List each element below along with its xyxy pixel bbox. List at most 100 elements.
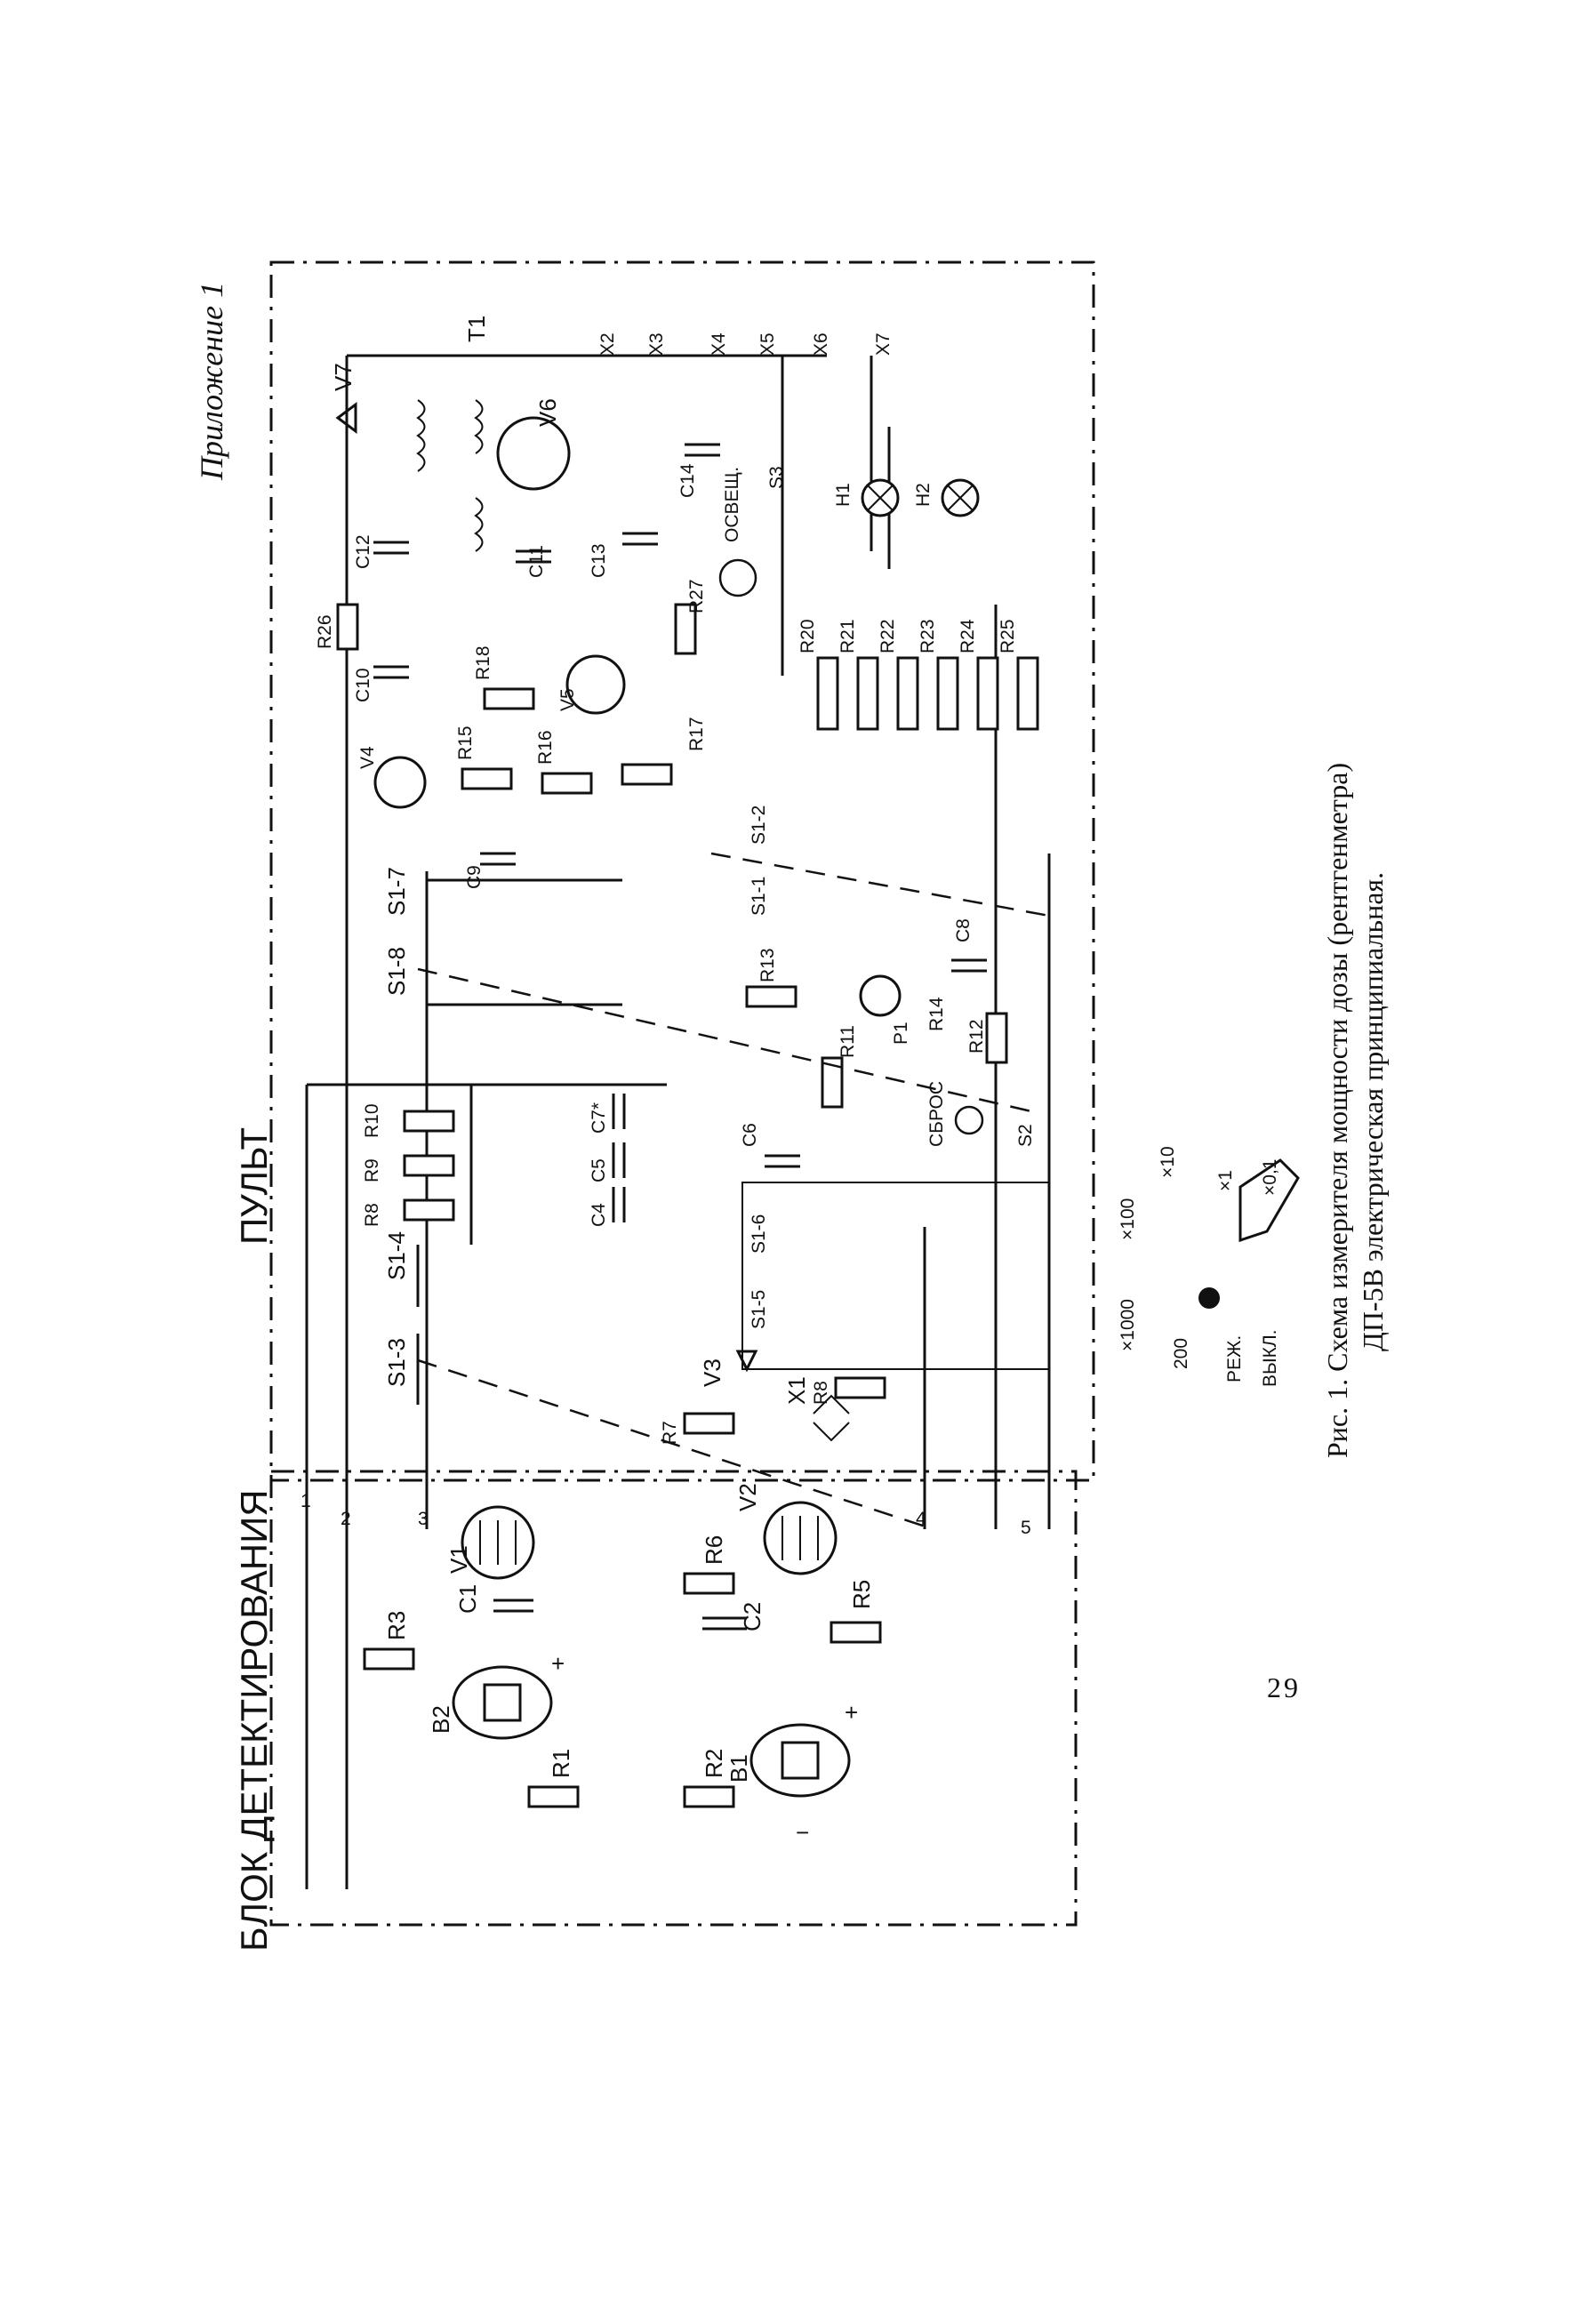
resistor-r21-label: R21 [838,619,858,653]
counter-b2-plus: + [551,1650,565,1677]
resistor-r9-label: R8 [362,1203,382,1227]
selector-x10: ×10 [1158,1146,1178,1178]
switch-s1-5-label: S1-5 [749,1290,769,1329]
terminal-1: 1 [301,1491,311,1511]
block-title-console: ПУЛЬТ [233,1127,275,1245]
transistor-v6 [496,416,571,491]
resistor-bank-r20-r25: R20 R21 R22 R23 R24 R25 [798,619,1039,731]
resistor-r6-label: R6 [701,1535,727,1565]
resistor-r26-label: R26 [315,614,335,649]
diode-v7-label: V7 [330,363,357,391]
selector-x1: ×1 [1215,1170,1236,1191]
resistor-r8-label: R8 [811,1381,831,1405]
counter-b1: B1 + − [725,1699,858,1846]
resistor-r22-label: R22 [878,619,898,653]
resistor-r1-label: R1 [548,1749,574,1778]
switch-s1-8-label: S1-8 [383,947,410,996]
stabilizer-v4-label: V4 [357,746,378,769]
resistor-r11-label: R10 [362,1103,382,1138]
resistor-r3-label: R3 [383,1611,410,1640]
resistor-r8: R8 [811,1376,886,1405]
transistor-v5-label: V5 [557,688,578,711]
frame-detector [269,1470,1078,1927]
tube-v1-label: V1 [445,1545,472,1574]
block-title-detector: БЛОК ДЕТЕКТИРОВАНИЯ [233,1489,275,1951]
capacitor-c1-label: C1 [454,1584,481,1614]
capacitor-bank-c4-c7: C4 C5 C7* [589,1094,626,1227]
tube-v1: V1 [445,1505,535,1580]
resistor-r24-label: R24 [958,619,978,653]
switch-s1-6-label: S1-6 [749,1214,769,1254]
resistor-r7-label: R7 [660,1421,680,1445]
capacitor-c10-label: C10 [353,668,373,702]
counter-b1-plus: + [845,1699,858,1726]
resistor-r16-label: R15 [455,725,476,760]
selector-x01: ×0,1 [1260,1159,1280,1196]
switch-s1-7-label: S1-7 [383,867,410,916]
lamp-h2-label: H2 [913,483,934,507]
tube-v2: V2 [734,1483,838,1575]
counter-b2-label: B2 [428,1705,454,1734]
resistor-r17-label: R16 [535,730,556,765]
switch-s1-5-s1-6: S1-5 S1-6 [741,1182,1050,1370]
counter-b1-minus: − [796,1819,809,1846]
selector-x1000: ×1000 [1118,1299,1138,1351]
resistor-r12-label: R11 [838,1025,858,1058]
transistor-v5 [565,654,626,715]
connector-x1-label: X1 [783,1376,810,1405]
capacitor-c6: C6 [740,1123,800,1168]
resistor-r15-label: R14 [926,997,947,1031]
capacitor-c6-label: C6 [740,1123,760,1147]
switch-s1-7-s1-8: S1-8 S1-7 [383,867,622,1006]
counter-b2: B2 + [428,1650,565,1740]
resistor-r19-label: R18 [473,645,493,680]
capacitor-c1: C1 [454,1584,533,1614]
switch-s1-4-label: S1-4 [383,1231,410,1280]
converter-block: T1 V6 V7 C11 C13 C14 R27 [330,316,720,655]
switch-s1-3-s1-4: S1-3 S1-4 [383,1231,420,1405]
appendix-label: Приложение 1 [194,282,229,481]
resistor-r5-label: R5 [848,1580,875,1609]
meter-p1-label: P1 [891,1022,911,1045]
capacitor-c14-label: C14 [677,463,698,498]
transformer-t1-label: T1 [463,316,490,342]
selector-off: ВЫКЛ. [1260,1330,1280,1387]
range-selector: ×1000 ×100 ×10 ×1 ×0,1 200 РЕЖ. ВЫКЛ. [1118,1146,1300,1387]
capacitor-c4-label: C4 [589,1203,609,1227]
resistor-r27-label: R27 [686,579,707,613]
caption-line2: ДП-5В электрическая принципиальная. [1357,872,1389,1351]
switch-linkage [417,852,1050,1531]
resistor-bank-r9-r11: R8 R9 R10 [362,1103,455,1227]
connector-x6-label: X6 [811,333,831,356]
capacitor-c11-label: C11 [526,545,547,578]
caption-line1: Рис. 1. Схема измерителя мощности дозы (… [1321,763,1353,1458]
terminal-3: 3 [418,1509,429,1529]
resistor-r6: R6 [683,1535,735,1595]
connector-x4-label: X4 [709,333,729,356]
resistor-r7: R7 [660,1412,735,1445]
meter-circuit: R13 R11 P1 R12 R14 C8 [745,918,1008,1109]
light-label: ОСВЕЩ. [722,467,742,542]
capacitor-c2-label: C2 [739,1602,765,1631]
terminal-2: 2 [341,1509,351,1529]
range-selector-hub [1198,1287,1220,1309]
resistor-r25-label: R25 [998,619,1018,653]
connector-x7-label: X7 [873,333,894,356]
transistor-v6-label: V6 [534,398,561,427]
capacitor-c9-label: C9 [464,865,485,889]
capacitor-c8-label: C8 [953,918,974,942]
resistor-r10-label: R9 [362,1158,382,1182]
diode-v3-label: V3 [699,1358,725,1387]
capacitor-c2: C2 [702,1602,765,1631]
resistor-r20-label: R20 [798,619,818,653]
counter-b1-label: B1 [725,1754,752,1783]
reset-label: СБРОС [926,1081,947,1147]
resistor-r5: R5 [830,1580,882,1644]
lighting-block: ОСВЕЩ. S3 H1 H2 [718,466,980,597]
selector-mode: РЕЖ. [1224,1335,1245,1382]
stabilizer-v4 [373,756,427,809]
terminal-5: 5 [1021,1518,1031,1538]
resistor-r1: R1 [527,1749,580,1808]
capacitor-c5-label: C5 [589,1158,609,1182]
